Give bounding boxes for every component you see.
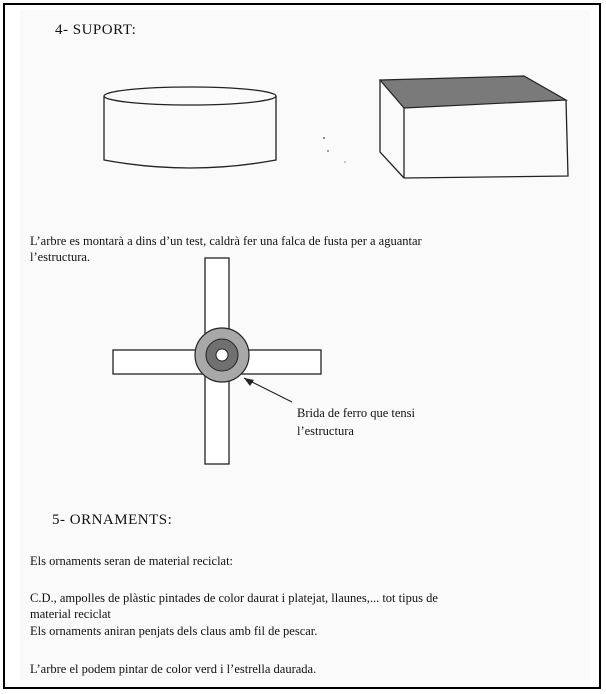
callout-text-line-1: Brida de ferro que tensi [297, 406, 416, 420]
section-5-line-5: L’arbre el podem pintar de color verd i … [30, 662, 317, 676]
section-5-line-1: Els ornaments seran de material reciclat… [30, 554, 234, 568]
section-5-line-3: material reciclat [30, 607, 111, 621]
callout-text-line-2: l’estructura [297, 424, 354, 438]
section-4-text-line-2: l’estructura. [30, 250, 91, 264]
section-5-line-4: Els ornaments aniran penjats dels claus … [30, 624, 318, 638]
section-4-heading: 4- SUPORT: [55, 22, 137, 38]
document-page [20, 10, 590, 680]
page-border [3, 3, 601, 689]
section-4-text-line-1: L’arbre es montarà a dins d’un test, cal… [30, 234, 422, 248]
scan-specks [323, 137, 346, 163]
wooden-wedge-cross [112, 257, 322, 465]
cylinder-pot-drawing [103, 86, 277, 169]
box-pot-drawing [378, 75, 569, 179]
section-5-heading: 5- ORNAMENTS: [52, 512, 173, 528]
section-5-line-2: C.D., ampolles de plàstic pintades de co… [30, 591, 438, 605]
callout-arrow [243, 377, 293, 403]
